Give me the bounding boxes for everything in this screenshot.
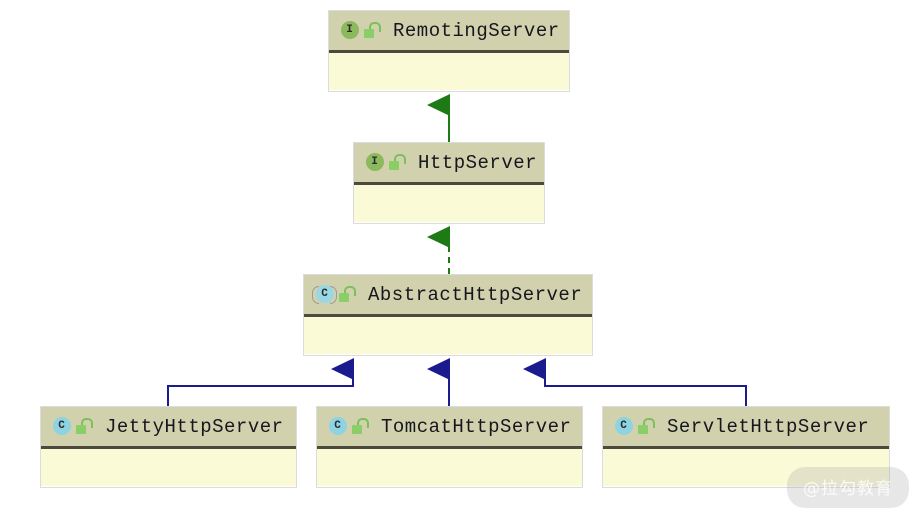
node-title: AbstractHttpServer: [368, 283, 583, 306]
uml-node-jetty-http-server[interactable]: C JettyHttpServer: [40, 406, 297, 488]
uml-node-http-server[interactable]: I HttpServer: [353, 142, 545, 224]
node-body-members: [354, 185, 544, 222]
node-header: C TomcatHttpServer: [317, 407, 582, 449]
node-header: C AbstractHttpServer: [304, 275, 592, 317]
class-icon: C: [327, 416, 348, 437]
public-unlocked-icon: [76, 418, 93, 435]
node-title: TomcatHttpServer: [381, 415, 572, 438]
node-header: I RemotingServer: [329, 11, 569, 53]
uml-node-tomcat-http-server[interactable]: C TomcatHttpServer: [316, 406, 583, 488]
public-unlocked-icon: [638, 418, 655, 435]
node-body-members: [304, 317, 592, 354]
node-header: C ServletHttpServer: [603, 407, 889, 449]
abstract-class-icon: C: [312, 284, 337, 305]
node-header: I HttpServer: [354, 143, 544, 185]
node-title: JettyHttpServer: [105, 415, 284, 438]
uml-node-abstract-http-server[interactable]: C AbstractHttpServer: [303, 274, 593, 356]
node-title: ServletHttpServer: [667, 415, 870, 438]
node-body-members: [41, 449, 296, 486]
interface-icon: I: [339, 20, 360, 41]
node-title: RemotingServer: [393, 19, 560, 42]
class-icon: C: [613, 416, 634, 437]
node-body-members: [329, 53, 569, 90]
edge-servlet-http-server-to-abstract-http-server: [523, 358, 747, 406]
public-unlocked-icon: [352, 418, 369, 435]
interface-icon: I: [364, 152, 385, 173]
node-header: C JettyHttpServer: [41, 407, 296, 449]
node-title: HttpServer: [418, 151, 538, 174]
public-unlocked-icon: [389, 154, 406, 171]
node-body-members: [603, 449, 889, 486]
edge-jetty-http-server-to-abstract-http-server: [167, 358, 354, 406]
watermark: @拉勾教育: [787, 467, 909, 508]
node-body-members: [317, 449, 582, 486]
public-unlocked-icon: [364, 22, 381, 39]
uml-node-remoting-server[interactable]: I RemotingServer: [328, 10, 570, 92]
uml-node-servlet-http-server[interactable]: C ServletHttpServer: [602, 406, 890, 488]
class-icon: C: [51, 416, 72, 437]
public-unlocked-icon: [339, 286, 356, 303]
